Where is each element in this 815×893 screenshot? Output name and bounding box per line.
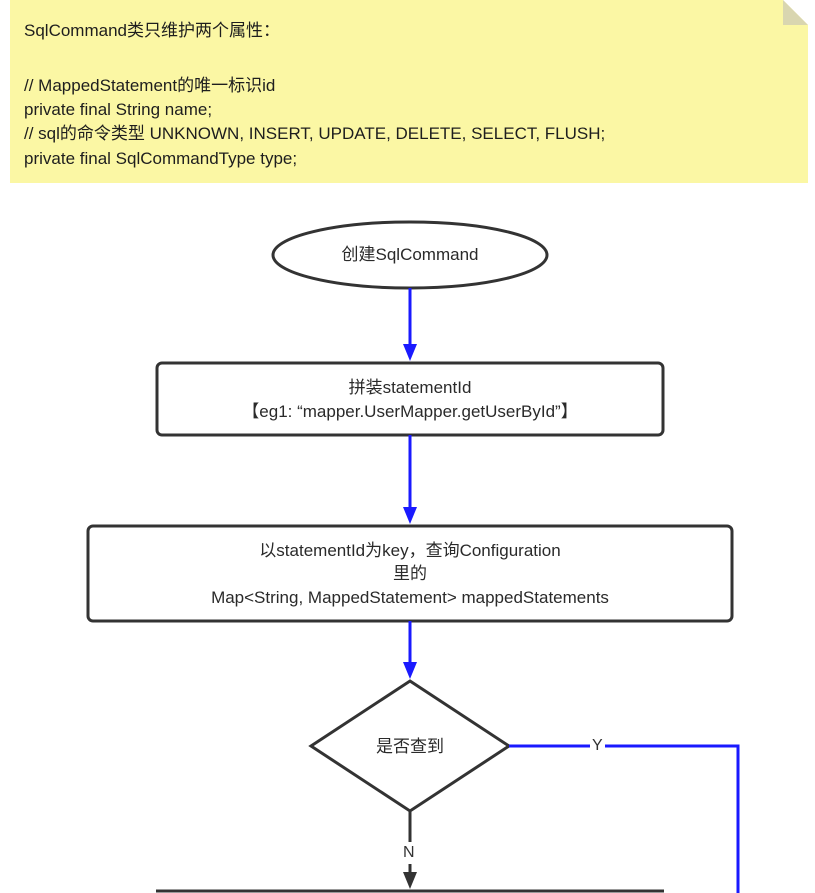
yes-branch-label: Y: [590, 737, 605, 755]
step2-label-line3: Map<String, MappedStatement> mappedState…: [211, 588, 609, 607]
arrowhead-3: [403, 662, 417, 679]
decision-label: 是否查到: [376, 737, 444, 756]
step1-label-line2: 【eg1: “mapper.UserMapper.getUserById”】: [242, 402, 578, 421]
start-label: 创建SqlCommand: [341, 245, 479, 264]
note-title: SqlCommand类只维护两个属性：: [24, 21, 280, 40]
arrowhead-no: [403, 872, 417, 889]
no-branch-label: N: [401, 844, 417, 862]
note-comment-type: // sql的命令类型 UNKNOWN, INSERT, UPDATE, DEL…: [24, 124, 606, 143]
step2-label-line1: 以statementId为key，查询Configuration: [259, 541, 561, 560]
arrowhead-2: [403, 507, 417, 524]
step1-label-line1: 拼装statementId: [348, 378, 472, 397]
arrowhead-1: [403, 344, 417, 361]
note-field-name: private final String name;: [24, 100, 213, 119]
step2-label-line2: 里的: [393, 564, 427, 583]
note-comment-id: // MappedStatement的唯一标识id: [24, 76, 276, 95]
note-box: [10, 0, 808, 183]
step1-box: [155, 361, 665, 437]
note-field-type: private final SqlCommandType type;: [24, 149, 298, 168]
